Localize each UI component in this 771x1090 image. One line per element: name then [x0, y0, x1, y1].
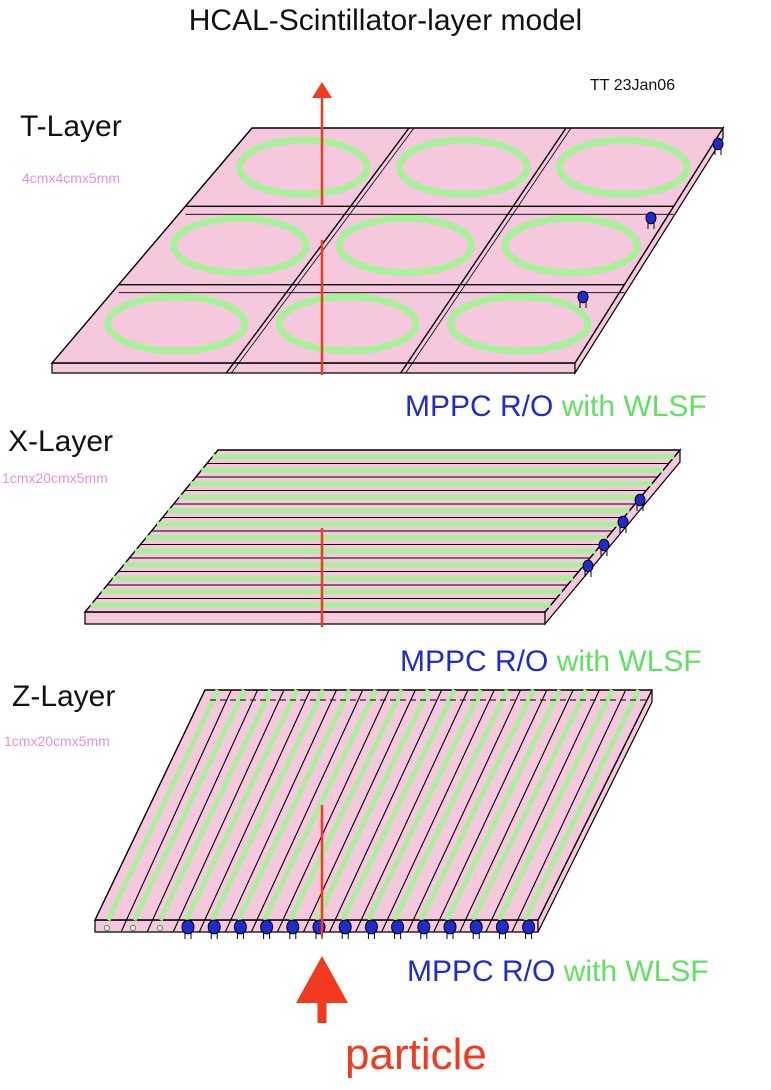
particle-track-arrowhead [312, 82, 332, 98]
t-layer-fiber-ring [235, 136, 371, 198]
z-layer-fiber [210, 688, 326, 922]
fiber-end [129, 924, 137, 932]
mppc-sensor [260, 919, 274, 935]
mppc-sensor [286, 919, 300, 935]
z-layer-fiber [288, 688, 405, 922]
t-layer-tile-divider [400, 127, 567, 374]
mppc-sensor [598, 538, 610, 552]
t-layer-front-edge [51, 362, 576, 374]
particle-arrow-head [296, 956, 348, 1003]
z-layer-strip-edge [485, 689, 600, 933]
z-layer-fiber [157, 688, 273, 922]
t-layer-fiber-ring [501, 215, 641, 276]
t-layer-graphic [50, 125, 725, 376]
mppc-sensor [582, 559, 594, 573]
t-layer-fiber-ring [447, 293, 592, 355]
mppc-sensor [469, 919, 483, 935]
mppc-sensor [645, 211, 657, 225]
wlsf-label: with WLSF [561, 390, 707, 423]
z-layer-strip-edge [224, 689, 337, 933]
z-layer-fiber [418, 688, 536, 922]
x-layer-front-edge [84, 611, 546, 625]
z-layer-fiber [366, 688, 484, 922]
diagram-title: HCAL-Scintillator-layer model [188, 4, 583, 37]
bottom-readout-note: MPPC R/O with WLSF [407, 955, 709, 989]
mppc-readout-label: MPPC R/O [400, 645, 549, 678]
mppc-sensor [364, 919, 378, 935]
z-layer-strip-edge [355, 689, 469, 933]
t-layer-fiber-ring [104, 293, 249, 355]
x-layer-graphic [83, 448, 682, 626]
mppc-readout-label: MPPC R/O [407, 955, 556, 988]
z-layer-fiber [522, 688, 642, 922]
t-layer-tile-divider [405, 127, 572, 374]
mppc-sensor [207, 919, 221, 935]
z-layer-fiber [496, 688, 615, 922]
mppc-sensor [577, 290, 589, 304]
t-layer-fiber-ring [275, 293, 420, 355]
z-layer-strip-edge [276, 689, 390, 933]
z-layer-strip-edge [120, 689, 232, 933]
t-layer-fiber-ring [395, 136, 531, 198]
z-layer-fiber [131, 688, 247, 922]
mppc-sensor [338, 919, 352, 935]
z-layer-fiber [262, 688, 379, 922]
wlsf-label: with WLSF [556, 645, 702, 678]
mppc-sensor [617, 515, 629, 529]
z-layer-fiber [236, 688, 352, 922]
particle-label: particle [345, 1030, 487, 1079]
t-layer-label: T-Layer [20, 110, 122, 143]
particle-track [296, 82, 348, 1023]
wlsf-label: with WLSF [563, 955, 709, 988]
mppc-sensor [712, 137, 724, 151]
z-layer-fiber [183, 688, 300, 922]
mppc-sensor [181, 919, 195, 935]
z-layer-strip-edge [381, 689, 495, 933]
z-layer-strip-edge [433, 689, 548, 933]
z-layer-graphic [93, 688, 654, 939]
mppc-sensor [391, 919, 405, 935]
mppc-readout-label: MPPC R/O [405, 390, 554, 423]
mppc-sensor [522, 919, 536, 935]
t-layer-dimensions: 4cmx4cmx5mm [22, 170, 121, 186]
t-layer-tile-divider [225, 127, 410, 374]
x-layer-label: X-Layer [8, 425, 114, 458]
fiber-end [156, 924, 164, 932]
z-layer-fiber [392, 688, 510, 922]
z-layer-readout-note: MPPC R/O with WLSF [400, 645, 702, 679]
z-layer-strip-edge [407, 689, 522, 933]
mppc-sensor [233, 919, 247, 935]
mppc-sensor [417, 919, 431, 935]
x-layer-dimensions: 1cmx20cmx5mm [2, 470, 108, 486]
z-layer-strip-edge [146, 689, 259, 933]
z-layer-fiber [105, 688, 221, 922]
z-layer-label: Z-Layer [12, 680, 116, 713]
mppc-sensor [443, 919, 457, 935]
z-layer-fiber [470, 688, 589, 922]
t-layer-fiber-ring [555, 136, 691, 198]
z-layer-fiber [340, 688, 458, 922]
x-layer-readout-note: MPPC R/O with WLSF [405, 390, 707, 424]
z-layer-fiber [314, 688, 431, 922]
z-layer-strip-edge [459, 689, 574, 933]
z-layer-strip-edge [250, 689, 364, 933]
t-layer-fiber-ring [335, 215, 476, 276]
author-stamp: TT 23Jan06 [590, 77, 676, 94]
z-layer-strip-edge [172, 689, 285, 933]
z-layer-fiber [444, 688, 563, 922]
fiber-end [103, 924, 111, 932]
t-layer-fiber-ring [170, 215, 310, 276]
z-layer-strip-edge [511, 689, 627, 933]
z-layer-strip-edge [329, 689, 443, 933]
z-layer-strip-edge [198, 689, 311, 933]
mppc-sensor [495, 919, 509, 935]
mppc-sensor [634, 493, 646, 507]
z-layer-dimensions: 1cmx20cmx5mm [4, 733, 110, 749]
